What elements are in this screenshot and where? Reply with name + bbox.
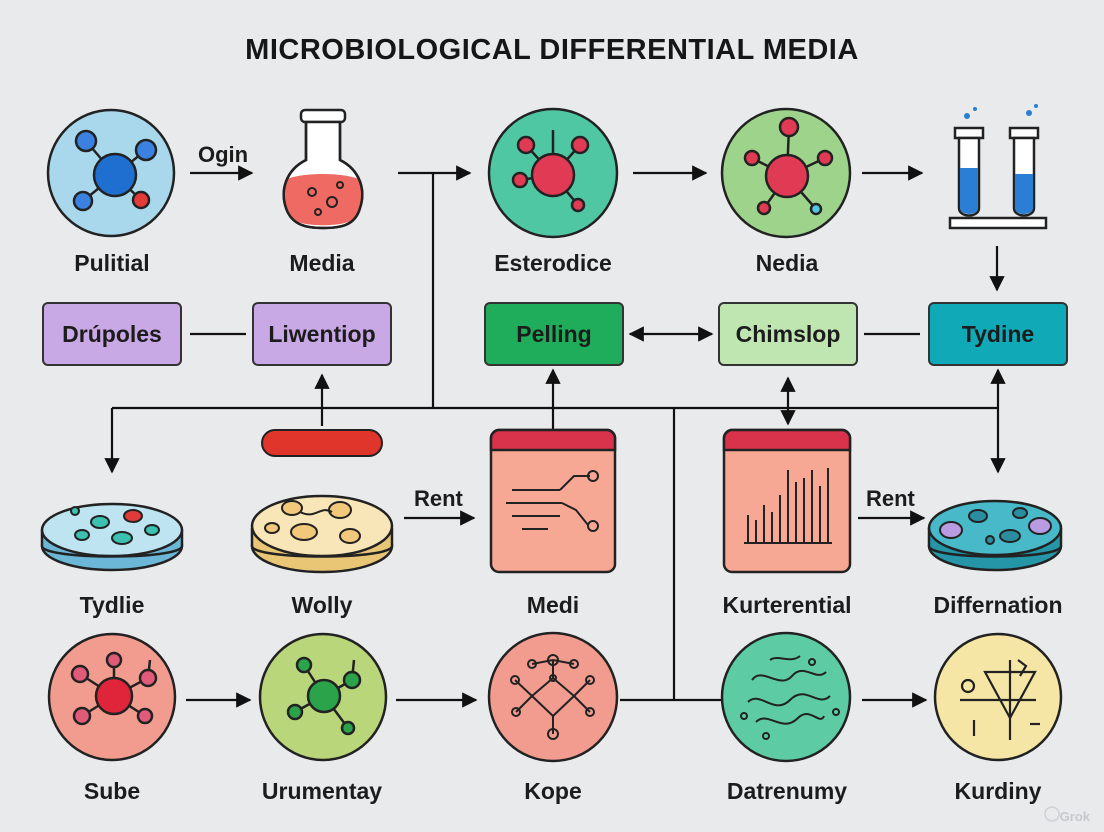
media-plate-icon xyxy=(489,428,617,574)
label-media: Media xyxy=(289,250,355,276)
flask-icon xyxy=(282,108,364,230)
node-liwentiop: Liwentiop xyxy=(252,302,392,366)
molecule-icon xyxy=(487,107,619,239)
label-kurdiny: Kurdiny xyxy=(954,778,1042,804)
page-title: MICROBIOLOGICAL DIFFERENTIAL MEDIA xyxy=(245,34,859,66)
edge-label-ogin: Ogin xyxy=(198,142,249,167)
node-chimslop: Chimslop xyxy=(718,302,858,366)
molecule-icon xyxy=(258,632,388,762)
node-pelling: Pelling xyxy=(484,302,624,366)
label-kurterential: Kurterential xyxy=(722,592,852,618)
molecule-icon xyxy=(46,108,176,238)
petri-dish-icon xyxy=(40,502,184,572)
bacteria-icon xyxy=(720,631,852,763)
test-tubes-icon xyxy=(948,104,1048,230)
label-kope: Kope xyxy=(524,778,582,804)
label-differnation: Differnation xyxy=(933,592,1063,618)
label-tydlie: Tydlie xyxy=(79,592,145,618)
petri-dish-icon xyxy=(250,494,394,574)
node-tydine: Tydine xyxy=(928,302,1068,366)
petri-dish-icon xyxy=(927,499,1063,572)
label-nedia: Nedia xyxy=(755,250,819,276)
edge-label-rent: Rent xyxy=(866,486,915,511)
connectors xyxy=(104,165,1006,708)
grok-logo xyxy=(1044,806,1060,822)
molecule-icon xyxy=(720,107,852,239)
label-sube: Sube xyxy=(83,778,141,804)
watermark: Grok xyxy=(1059,809,1090,824)
label-medi: Medi xyxy=(526,592,580,618)
label-pulitial: Pulitial xyxy=(74,250,150,276)
symbol-icon xyxy=(933,632,1063,762)
network-icon xyxy=(487,631,619,763)
label-esterodice: Esterodice xyxy=(494,250,612,276)
label-wolly: Wolly xyxy=(291,592,353,618)
red-bar xyxy=(261,429,383,457)
edge-label-rent: Rent xyxy=(414,486,463,511)
label-urumentay: Urumentay xyxy=(261,778,383,804)
chart-plate-icon xyxy=(722,428,852,574)
molecule-icon xyxy=(47,632,177,762)
node-drupoles: Drúpoles xyxy=(42,302,182,366)
label-datrenumy: Datrenumy xyxy=(726,778,848,804)
